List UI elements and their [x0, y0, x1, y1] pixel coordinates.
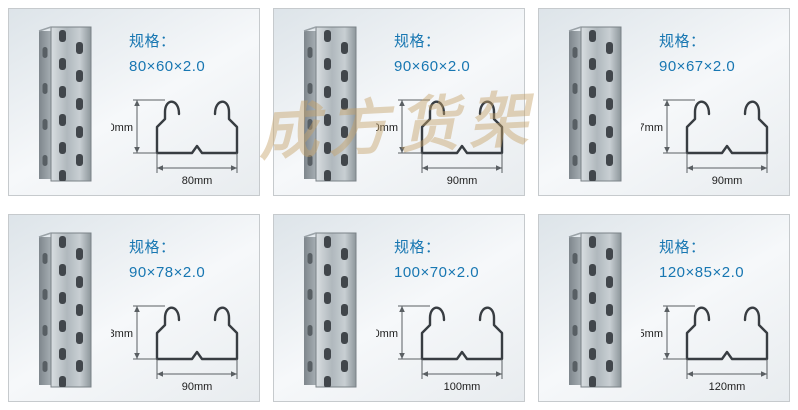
- cross-section-diagram: 85mm 120mm: [632, 289, 781, 395]
- width-dimension-label: 100mm: [444, 381, 481, 393]
- height-dimension-label: 85mm: [641, 328, 663, 340]
- profile-outline: [155, 306, 239, 361]
- spec-label: 规格：: [659, 239, 706, 256]
- profile-outline: [685, 306, 769, 361]
- spec-text: 规格： 90×67×2.0: [659, 29, 735, 79]
- upright-photo: [288, 225, 374, 391]
- upright-column-drawing: [568, 26, 622, 182]
- spec-card: 规格： 80×60×2.0 60mm 80mm: [8, 8, 260, 196]
- spec-card: 规格： 90×67×2.0 67mm 90mm: [538, 8, 790, 196]
- spec-size: 90×78×2.0: [129, 264, 206, 281]
- dimension-lines: [663, 305, 768, 379]
- upright-photo: [553, 19, 639, 185]
- spec-text: 规格： 120×85×2.0: [659, 235, 744, 285]
- height-dimension-label: 70mm: [376, 328, 398, 340]
- dimension-lines: [398, 99, 503, 173]
- upright-photo: [23, 225, 109, 391]
- spec-label: 规格：: [659, 33, 706, 50]
- height-dimension-label: 78mm: [111, 328, 133, 340]
- profile-outline: [685, 100, 769, 155]
- spec-label: 规格：: [394, 239, 441, 256]
- profile-outline: [420, 100, 504, 155]
- upright-photo: [288, 19, 374, 185]
- spec-text: 规格： 90×78×2.0: [129, 235, 205, 285]
- spec-card-grid: 规格： 80×60×2.0 60mm 80mm: [8, 8, 790, 402]
- spec-label: 规格：: [394, 33, 441, 50]
- spec-card: 规格： 90×60×2.0 60mm 90mm: [273, 8, 525, 196]
- upright-column-drawing: [303, 26, 357, 182]
- spec-size: 100×70×2.0: [394, 264, 480, 281]
- profile-outline: [420, 306, 504, 361]
- cross-section-diagram: 67mm 90mm: [632, 83, 781, 189]
- height-dimension-label: 67mm: [641, 122, 663, 134]
- cross-section-diagram: 78mm 90mm: [102, 289, 251, 395]
- spec-size: 80×60×2.0: [129, 58, 206, 75]
- height-dimension-label: 60mm: [111, 122, 133, 134]
- width-dimension-label: 120mm: [709, 381, 746, 393]
- width-dimension-label: 80mm: [182, 175, 213, 187]
- height-dimension-label: 60mm: [376, 122, 398, 134]
- upright-photo: [553, 225, 639, 391]
- cross-section-diagram: 60mm 80mm: [102, 83, 251, 189]
- upright-column-drawing: [38, 232, 92, 388]
- spec-card: 规格： 100×70×2.0 70mm 100mm: [273, 214, 525, 402]
- upright-column-drawing: [38, 26, 92, 182]
- dimension-lines: [133, 305, 238, 379]
- dimension-lines: [663, 99, 768, 173]
- spec-size: 120×85×2.0: [659, 264, 745, 281]
- cross-section-diagram: 60mm 90mm: [367, 83, 516, 189]
- upright-column-drawing: [568, 232, 622, 388]
- dimension-lines: [133, 99, 238, 173]
- spec-text: 规格： 80×60×2.0: [129, 29, 205, 79]
- cross-section-diagram: 70mm 100mm: [367, 289, 516, 395]
- spec-text: 规格： 100×70×2.0: [394, 235, 479, 285]
- spec-label: 规格：: [129, 239, 176, 256]
- spec-size: 90×60×2.0: [394, 58, 471, 75]
- upright-column-drawing: [303, 232, 357, 388]
- profile-outline: [155, 100, 239, 155]
- width-dimension-label: 90mm: [712, 175, 743, 187]
- dimension-lines: [398, 305, 503, 379]
- spec-text: 规格： 90×60×2.0: [394, 29, 470, 79]
- spec-card: 规格： 90×78×2.0 78mm 90mm: [8, 214, 260, 402]
- width-dimension-label: 90mm: [447, 175, 478, 187]
- width-dimension-label: 90mm: [182, 381, 213, 393]
- spec-card: 规格： 120×85×2.0 85mm 120mm: [538, 214, 790, 402]
- spec-size: 90×67×2.0: [659, 58, 736, 75]
- spec-label: 规格：: [129, 33, 176, 50]
- upright-photo: [23, 19, 109, 185]
